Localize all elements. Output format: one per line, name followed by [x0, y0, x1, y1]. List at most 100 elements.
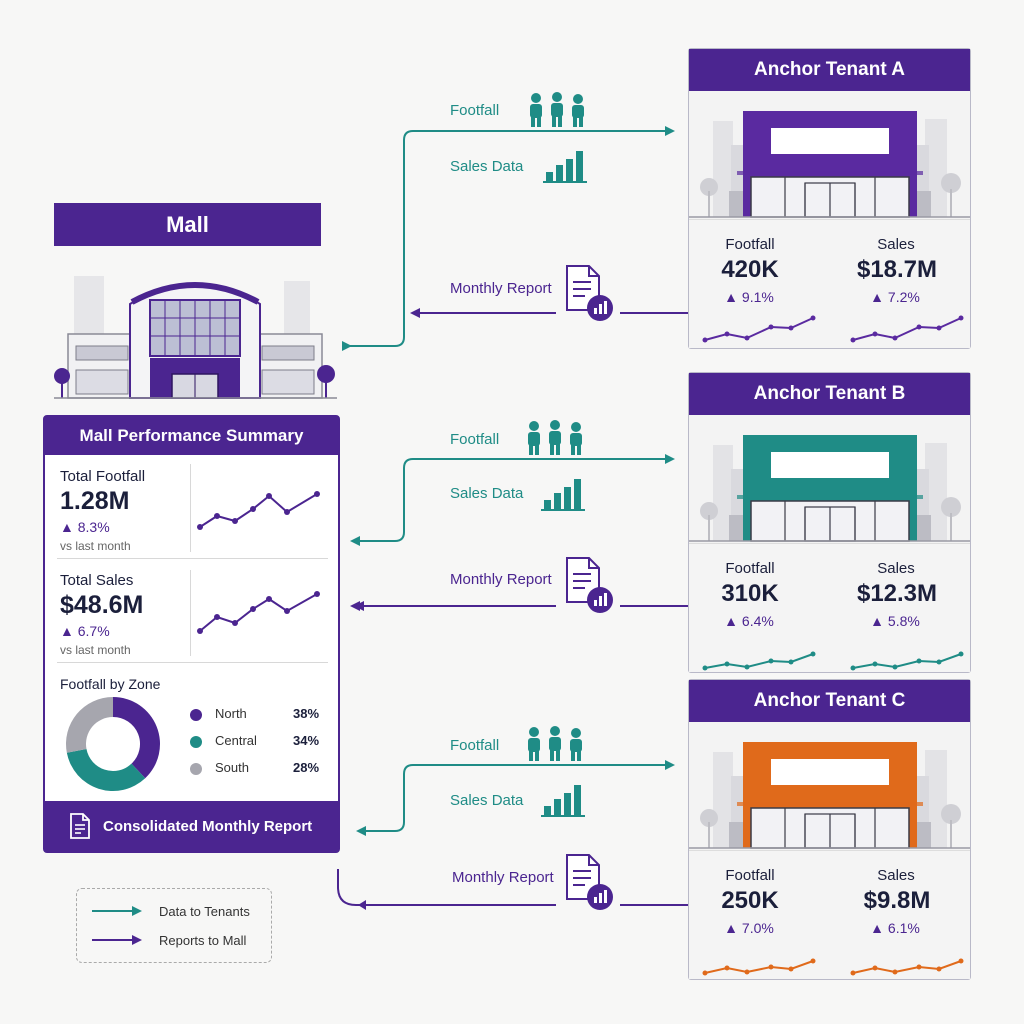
tenant-footfall-label: Footfall [725, 867, 775, 884]
tenant-name: Anchor Tenant A [689, 49, 970, 91]
up-arrow-icon: ▲ [60, 519, 74, 535]
tenant-sales-label: Sales [877, 560, 915, 577]
people-icon [530, 92, 584, 127]
tenant-footfall-sparkline [702, 958, 816, 976]
mall-performance-summary: Mall Performance Summary Total Footfall … [43, 415, 340, 853]
report-arrow-c [337, 869, 688, 906]
people-icon [528, 420, 582, 455]
report-icon [566, 854, 613, 910]
tenant-footfall-delta: ▲ 6.4% [689, 613, 809, 629]
bar-chart-icon [541, 479, 585, 511]
kpi-delta: ▲ 8.3% [60, 519, 110, 535]
kpi-sub: vs last month [60, 539, 131, 553]
bar-chart-icon [543, 151, 587, 183]
legend-report-label: Reports to Mall [159, 933, 247, 948]
store-building-illustration [689, 722, 970, 850]
tenant-stats: Footfall 250K ▲ 7.0% Sales $9.8M ▲ 6.1% [689, 850, 970, 979]
tenant-sales-sparkline [850, 958, 964, 976]
tenant-footfall-delta: ▲ 7.0% [689, 920, 809, 936]
report-icon [566, 557, 613, 613]
tenant-stats: Footfall 420K ▲ 9.1% Sales $18.7M ▲ 7.2% [689, 219, 970, 348]
tenant-sales-label: Sales [877, 236, 915, 253]
kpi-label: Total Footfall [60, 468, 146, 485]
sales-trend-sparkline [197, 591, 320, 634]
up-arrow-icon: ▲ [724, 920, 739, 936]
kpi-label: Total Sales [60, 572, 134, 589]
tenant-sales-value: $9.8M [863, 887, 931, 914]
data-arrow-c [362, 760, 675, 832]
consolidated-report-bar: Consolidated Monthly Report [45, 801, 338, 851]
flow-legend [76, 888, 272, 963]
up-arrow-icon: ▲ [60, 623, 74, 639]
legend-dot [190, 763, 202, 775]
tenant-name: Anchor Tenant B [689, 373, 970, 415]
consolidated-report-label: Consolidated Monthly Report [103, 817, 313, 835]
mall-building-illustration [54, 276, 337, 399]
up-arrow-icon: ▲ [870, 920, 885, 936]
tenant-footfall-label: Footfall [725, 236, 775, 253]
up-arrow-icon: ▲ [724, 289, 739, 305]
tenant-sales-sparkline [850, 315, 964, 343]
footfall-label-a: Footfall [450, 102, 500, 119]
donut-slice-central [66, 749, 146, 791]
tenant-name: Anchor Tenant C [689, 680, 970, 722]
data-arrow-a [348, 126, 675, 347]
store-building-illustration [689, 91, 970, 219]
tenant-footfall-sparkline [702, 315, 816, 343]
tenant-footfall-delta-value: 6.4% [741, 613, 774, 629]
up-arrow-icon: ▲ [870, 289, 885, 305]
report-label-b: Monthly Report [450, 571, 552, 588]
report-label-c: Monthly Report [452, 869, 554, 886]
tenant-sales-delta-value: 7.2% [887, 289, 920, 305]
kpi-value: $48.6M [60, 591, 144, 619]
legend-value: 34% [293, 733, 320, 748]
tenant-card: Anchor Tenant C [688, 679, 971, 980]
tenant-sales-delta-value: 5.8% [887, 613, 920, 629]
tenant-footfall-delta: ▲ 9.1% [689, 289, 809, 305]
footfall-trend-sparkline [197, 491, 320, 530]
sales-label-a: Sales Data [450, 158, 524, 175]
legend-value: 28% [293, 760, 320, 775]
zone-chart-title: Footfall by Zone [60, 676, 161, 692]
up-arrow-icon: ▲ [724, 613, 739, 629]
kpi-delta-value: 6.7% [77, 623, 110, 639]
tenant-footfall-delta-value: 7.0% [741, 920, 774, 936]
up-arrow-icon: ▲ [870, 613, 885, 629]
document-icon [70, 813, 90, 839]
tenant-footfall-delta-value: 9.1% [741, 289, 774, 305]
tenant-sales-sparkline [850, 651, 964, 671]
kpi-delta-value: 8.3% [77, 519, 110, 535]
footfall-label-c: Footfall [450, 737, 500, 754]
tenant-sales-label: Sales [877, 867, 915, 884]
store-building-illustration [689, 415, 970, 543]
kpi-value: 1.28M [60, 487, 130, 515]
zone-donut-chart [66, 697, 160, 791]
tenant-sales-delta: ▲ 5.8% [835, 613, 955, 629]
legend-dot [190, 736, 202, 748]
data-arrow-b [356, 454, 675, 542]
tenant-sales-delta-value: 6.1% [887, 920, 920, 936]
tenant-sales-delta: ▲ 6.1% [835, 920, 955, 936]
tenant-footfall-value: 420K [721, 256, 779, 283]
legend-label: South [215, 760, 249, 775]
legend-data-label: Data to Tenants [159, 904, 250, 919]
legend-label: Central [215, 733, 257, 748]
legend-label: North [215, 706, 247, 721]
kpi-delta: ▲ 6.7% [60, 623, 110, 639]
tenant-stats: Footfall 310K ▲ 6.4% Sales $12.3M ▲ 5.8% [689, 543, 970, 672]
report-icon [566, 265, 613, 321]
tenant-footfall-sparkline [702, 651, 816, 671]
tenant-sales-value: $12.3M [856, 580, 938, 607]
sales-label-b: Sales Data [450, 485, 524, 502]
tenant-footfall-label: Footfall [725, 560, 775, 577]
tenant-footfall-value: 250K [721, 887, 779, 914]
tenant-sales-value: $18.7M [856, 256, 938, 283]
tenant-card: Anchor Tenant B [688, 372, 971, 673]
legend-dot [190, 709, 202, 721]
legend-value: 38% [293, 706, 320, 721]
footfall-label-b: Footfall [450, 431, 500, 448]
bar-chart-icon [541, 785, 585, 817]
tenant-card: Anchor Tenant A [688, 48, 971, 349]
mall-title: Mall [54, 203, 321, 246]
